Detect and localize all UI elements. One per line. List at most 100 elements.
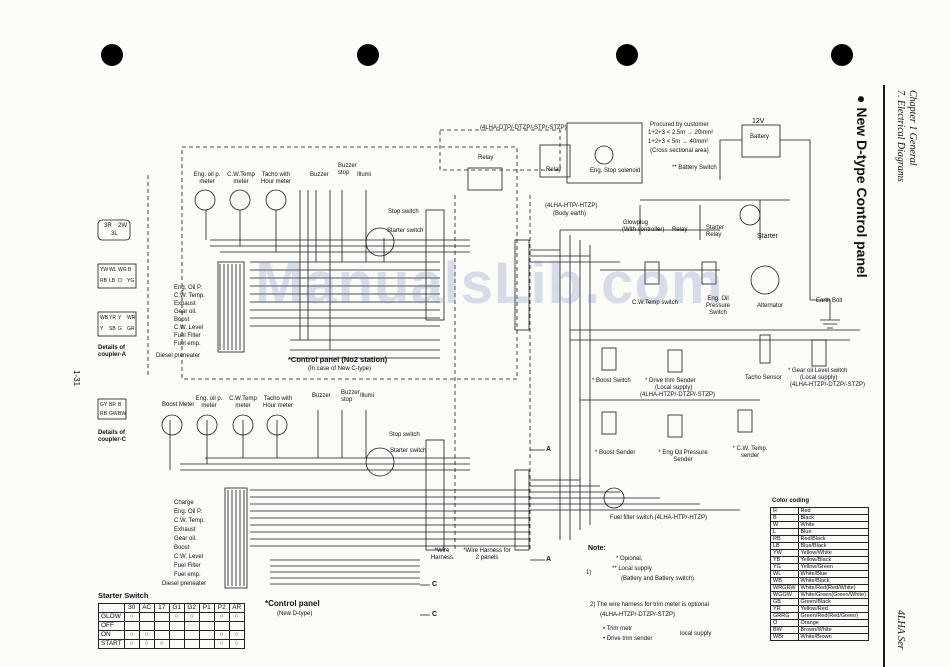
starter-switch-row: ON○○○○	[98, 630, 245, 640]
starter-switch-contact: ○	[213, 639, 230, 649]
warning-lamp: Diesel preneater	[162, 581, 207, 587]
starter-switch-contact: ○	[213, 630, 230, 640]
color-code: GRRG	[770, 612, 799, 620]
tacho-sensor-label: Tacho Sensor	[745, 375, 782, 381]
starter-switch-terminal: 17	[153, 603, 170, 613]
wire-harness-2-label: *Wire Harness for 2 panels	[463, 548, 511, 561]
coupler-pin: WB	[100, 315, 109, 321]
page-number: 1-31	[72, 370, 81, 387]
starter-switch-contact	[183, 630, 200, 640]
binder-hole	[616, 44, 638, 66]
battery-label: Battery	[750, 134, 770, 140]
starter-switch-terminal: G2	[183, 603, 200, 613]
connector-c: C	[432, 581, 438, 588]
coupler-pin: G	[118, 326, 122, 332]
coupler-pin: Y	[100, 326, 104, 332]
color-code: B	[770, 514, 799, 522]
glowplug-label: Glowplug	[623, 220, 649, 226]
procured-note: Procured by customer	[650, 122, 709, 128]
lower-gauge-label: Eng. oil p. meter	[195, 396, 223, 409]
starter-switch-contact: ○	[183, 612, 200, 622]
color-name: White/Green(Green/White)	[797, 591, 869, 599]
color-code: WBr	[770, 633, 799, 641]
color-name: Yellow/Red	[797, 605, 869, 613]
lower-illumi-label: Illumi	[360, 393, 375, 399]
connector-a: A	[546, 446, 552, 453]
color-name: White	[797, 521, 869, 529]
color-code: WGGW	[770, 591, 799, 599]
starter-switch-contact: ○	[228, 612, 245, 622]
starter-switch-contact	[153, 612, 170, 622]
starter-switch-contact: ○	[228, 630, 245, 640]
cw-temp-switch-label: C.W.Temp switch	[632, 300, 679, 306]
models-body-earth: (4LHA-HTP/-HTZP)	[545, 203, 598, 209]
starter-switch-contact	[138, 621, 155, 631]
coupler-pin: WG	[118, 267, 127, 273]
starter-switch-contact	[168, 630, 185, 640]
models-top: (4LHA-DTP/-DTZP/-STP/-STZP)	[480, 125, 567, 131]
trim-local-label: (Local supply)	[655, 385, 693, 391]
lower-gauge-label: C.W.Temp meter	[229, 396, 257, 409]
eng-stop-solenoid-label: Eng. Stop solenoid	[590, 168, 641, 174]
starter-switch-position: OFF	[98, 621, 125, 631]
starter-switch-terminal: AR	[228, 603, 245, 613]
note-1b: (Batlery and Batlery switch)	[621, 576, 695, 582]
binder-hole	[831, 44, 853, 66]
starter-switch-contact: ○	[123, 639, 140, 649]
color-code: GB	[770, 598, 799, 606]
upper-starter-switch-label: Starter switch	[387, 228, 424, 234]
upper-gauge-label: Eng. oil p. meter	[193, 172, 221, 185]
oil-pressure-switch-label: Eng. Oil Pressure Switch	[705, 296, 730, 316]
color-name: Blue/Black	[797, 542, 869, 550]
starter-switch-contact: ○	[228, 639, 245, 649]
coupler-c-label: Details of coupler-C	[98, 430, 127, 443]
coupler-a-label: Details of coupler-A	[98, 345, 127, 358]
note-heading: Note:	[588, 545, 606, 552]
color-name: White/Blue	[797, 570, 869, 578]
upper-stop-switch-label: Stop switch	[388, 209, 419, 215]
starter-relay-label: Starter Relay	[706, 225, 725, 238]
drive-trim-sender-label: * Drive trim Sender	[645, 378, 696, 384]
lower-stop-switch-label: Stop switch	[389, 432, 420, 438]
chapter-header: Chapter 1 General	[907, 90, 918, 166]
color-name: Yellow/Green	[797, 563, 869, 571]
starter-switch-contact: ○	[153, 639, 170, 649]
color-coding-title: Color coding	[772, 498, 809, 504]
upper-illumi-label: Illumi	[357, 172, 372, 178]
starter-switch-position: GLOW	[98, 612, 125, 622]
starter-switch-position: START	[98, 639, 125, 649]
upper-buzzer-stop-label: Buzzer stop	[338, 163, 357, 176]
color-code: YG	[770, 563, 799, 571]
binder-hole	[101, 44, 123, 66]
color-code: L	[770, 528, 799, 536]
note-trim-metr: • Trim metr	[603, 626, 633, 632]
warning-lamp: C.W. Level	[174, 325, 204, 331]
upper-buzzer-label: Buzzer	[310, 172, 329, 178]
upper-panel-title: *Control panel (No2 station)	[288, 355, 388, 364]
warning-lamp: C.W. Level	[174, 554, 204, 560]
note-local-supply: local supply	[680, 631, 712, 637]
coupler-pin: LB	[109, 278, 116, 284]
coupler-pin: YR	[109, 315, 116, 321]
fuel-filter-switch-label: Fuel filter switch (4LHA-HTP/-HTZP)	[610, 515, 708, 521]
color-code: RB	[770, 535, 799, 543]
starter-switch-terminal	[98, 603, 125, 613]
warning-lamp: C.W. Temp.	[174, 518, 205, 524]
warning-lamp: Fuel Filter	[174, 333, 201, 339]
glowplug-controller-label: (With controller)	[622, 227, 665, 233]
color-name: White/Brown	[797, 633, 869, 641]
coupler-pin: RB	[100, 411, 107, 417]
earth-bolt-label: Earth Bolt	[816, 298, 843, 304]
warning-lamp: Fuel emp.	[174, 341, 201, 347]
color-code: YR	[770, 605, 799, 613]
warning-lamp: Charge	[174, 500, 194, 506]
starter-switch-contact	[213, 621, 230, 631]
